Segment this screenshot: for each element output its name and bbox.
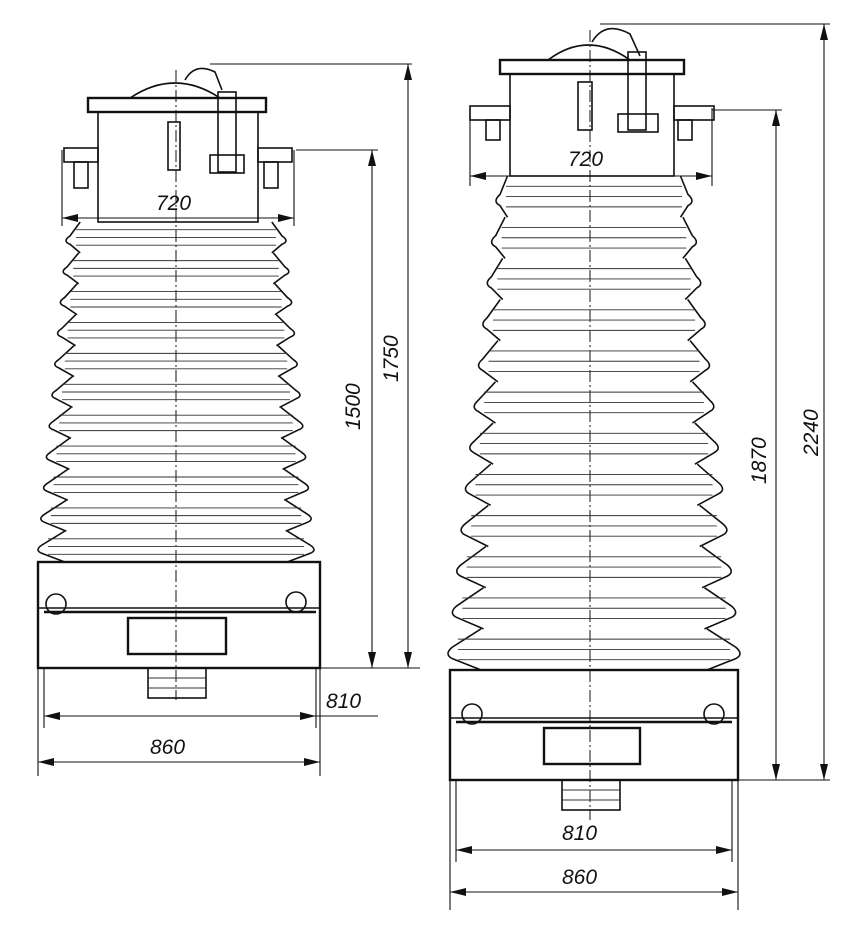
left-bushing-a [167,121,181,171]
insulator-shed [48,406,304,440]
insulator-shed [464,463,724,507]
insulator-shed [65,221,287,254]
left-transformer [36,67,322,700]
insulator-shed [451,587,737,630]
insulator-shed [42,468,310,501]
right-bushing-a [577,81,593,131]
right-dim-1870: 1870 [748,437,771,484]
insulator-shed [455,545,733,589]
right-drain-valve [561,779,621,811]
insulator-shed [51,375,301,409]
insulator-shed [490,216,698,259]
right-bushing-b [627,51,647,131]
insulator-shed [62,252,290,285]
insulator-shed [486,257,702,301]
right-dim-720: 720 [568,148,603,171]
left-dim-720: 720 [156,192,191,215]
left-base-tank [36,560,322,670]
left-lifting-eye-left [45,593,67,615]
insulator-shed [469,422,719,465]
insulator-shed [54,345,298,378]
insulator-shed [37,530,315,563]
left-drain-valve [147,667,207,699]
insulator-shed [447,628,741,671]
right-terminal-right [673,105,715,121]
right-terminal-left [469,105,511,121]
insulator-shed [477,340,711,383]
right-lifting-eye-right [703,703,725,725]
insulator-shed [482,299,706,342]
left-dome [129,82,221,99]
left-top-lead [184,67,223,91]
insulator-shed [45,437,307,471]
right-nameplate [542,726,642,766]
right-dome [547,44,631,61]
left-terminal-right [257,147,293,163]
left-lifting-eye-right [285,591,307,613]
left-dim-860: 860 [150,736,185,759]
insulator-shed [495,175,693,218]
left-dim-810: 810 [326,690,361,713]
left-dim-1500: 1500 [342,383,365,430]
right-dim-2240: 2240 [800,409,823,457]
insulator-shed [473,381,715,424]
left-dimensions: 720 1500 1750 810 860 [37,63,420,776]
left-nameplate [126,616,228,656]
left-top-flange [86,96,268,114]
right-dim-860: 860 [562,866,597,889]
left-terminal-left [63,147,99,163]
right-insulator-sheds [447,175,741,671]
right-transformer [447,27,741,820]
insulator-shed [56,314,296,347]
left-bushing-b [217,91,237,173]
right-dim-810: 810 [562,822,597,845]
left-dim-1750: 1750 [380,335,403,382]
right-dimensions: 720 1870 2240 810 860 [449,23,830,910]
insulator-shed [460,504,728,548]
left-head-housing [97,111,259,223]
right-top-lead [591,27,641,57]
insulator-shed [40,499,312,532]
right-top-flange [498,58,686,76]
insulator-shed [59,283,293,316]
left-insulator-sheds [37,221,315,563]
right-lifting-eye-left [461,703,483,725]
